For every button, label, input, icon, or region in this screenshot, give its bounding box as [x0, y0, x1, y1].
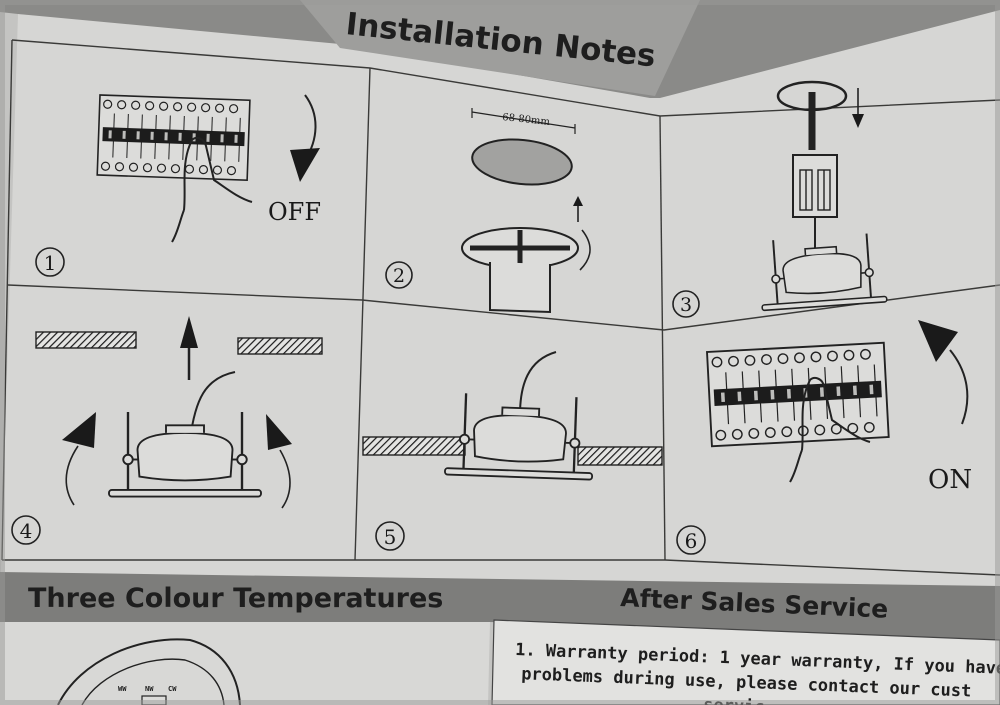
step-5-number-circle	[375, 521, 405, 551]
circuit-breaker-icon	[706, 341, 890, 448]
step-6-panel: ON 6	[676, 320, 972, 555]
step-2-number: 2	[393, 265, 405, 287]
up-arrow-icon	[180, 316, 198, 348]
ceiling-board-icon	[577, 446, 663, 466]
up-arrow-icon	[573, 196, 583, 206]
step-5-number: 5	[384, 525, 397, 549]
step-1-number-circle	[35, 247, 65, 277]
step-6-label: ON	[928, 465, 972, 495]
arrow-icon	[62, 412, 96, 448]
arrow-icon	[266, 414, 292, 450]
arrow-icon	[290, 148, 320, 182]
step-1-panel: OFF 1	[35, 94, 321, 277]
step-4-number: 4	[20, 519, 33, 543]
step-1-number: 1	[44, 251, 57, 275]
step-6-number: 6	[685, 529, 698, 553]
arrow-icon	[918, 320, 958, 362]
step-4-number-circle	[11, 515, 41, 545]
step-2-panel: 68-80mm 2	[385, 108, 591, 314]
ceiling-hole-icon	[471, 138, 573, 186]
circuit-breaker-icon	[96, 94, 251, 181]
step-2-number-circle	[385, 261, 413, 289]
downlight-icon	[57, 638, 241, 705]
step-3-number: 3	[680, 294, 692, 316]
step-6-number-circle	[676, 525, 706, 555]
switch-label-ww: WW	[118, 685, 127, 693]
ceiling-board-icon	[35, 331, 137, 349]
step-3-number-circle	[672, 290, 700, 318]
step-1-label: OFF	[268, 198, 321, 226]
colour-temperatures-title: Three Colour Temperatures	[28, 583, 443, 614]
colour-temperature-panel	[0, 622, 490, 705]
step-5-panel: 5	[362, 351, 663, 551]
down-arrow-icon	[852, 114, 864, 128]
ceiling-board-icon	[362, 436, 466, 456]
step-3-panel: 3	[672, 80, 888, 318]
switch-label-cw: CW	[168, 685, 177, 693]
ceiling-board-icon	[237, 337, 323, 355]
switch-label-nw: NW	[145, 685, 154, 693]
rotate-arrow-icon	[949, 349, 969, 425]
step-4-panel: 4	[11, 316, 323, 545]
section-header-band	[0, 572, 1000, 640]
after-sales-panel	[491, 619, 1000, 705]
